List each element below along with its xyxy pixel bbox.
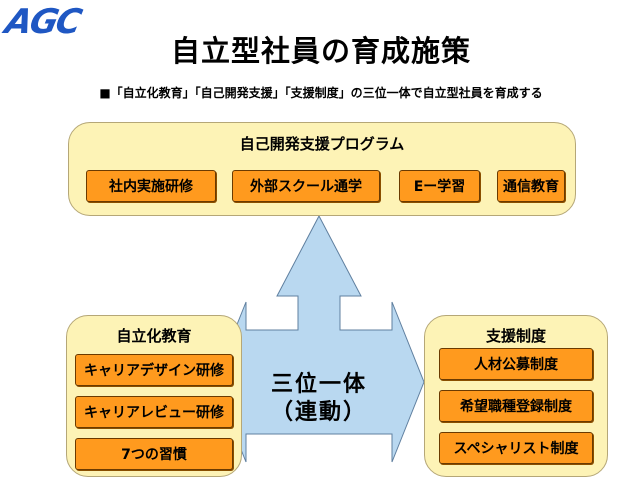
arrow-shape <box>213 214 425 463</box>
item-internal-recruitment: 人材公募制度 <box>439 348 593 380</box>
center-label-trinity: 三位一体 <box>270 372 367 397</box>
panel-title-self-development: 自己開発支援プログラム <box>239 135 405 153</box>
item-specialist: スペシャリスト制度 <box>439 432 593 464</box>
item-e-learning: Eー学習 <box>399 170 480 202</box>
item-career-review: キャリアレビュー研修 <box>75 396 233 428</box>
panel-self-development: 自己開発支援プログラム 社内実施研修 外部スクール通学 Eー学習 通信教育 <box>68 122 576 216</box>
item-seven-habits: 7つの習慣 <box>75 438 233 470</box>
page-subtitle: ■「自立化教育」「自己開発支援」「支援制度」の三位一体で自立型社員を育成する <box>99 86 543 100</box>
item-career-design: キャリアデザイン研修 <box>75 354 233 386</box>
center-label-linked: （連動） <box>270 400 367 425</box>
panel-title-autonomy-education: 自立化教育 <box>116 327 192 345</box>
panel-title-support-system: 支援制度 <box>485 327 546 345</box>
item-job-preference: 希望職種登録制度 <box>439 390 593 422</box>
item-correspondence: 通信教育 <box>497 170 565 202</box>
page-title: 自立型社員の育成施策 <box>170 34 471 68</box>
item-in-house-training: 社内実施研修 <box>86 170 216 202</box>
item-external-school: 外部スクール通学 <box>232 170 380 202</box>
panel-autonomy-education: 自立化教育 キャリアデザイン研修 キャリアレビュー研修 7つの習慣 <box>66 315 242 477</box>
panel-support-system: 支援制度 人材公募制度 希望職種登録制度 スペシャリスト制度 <box>424 315 608 477</box>
